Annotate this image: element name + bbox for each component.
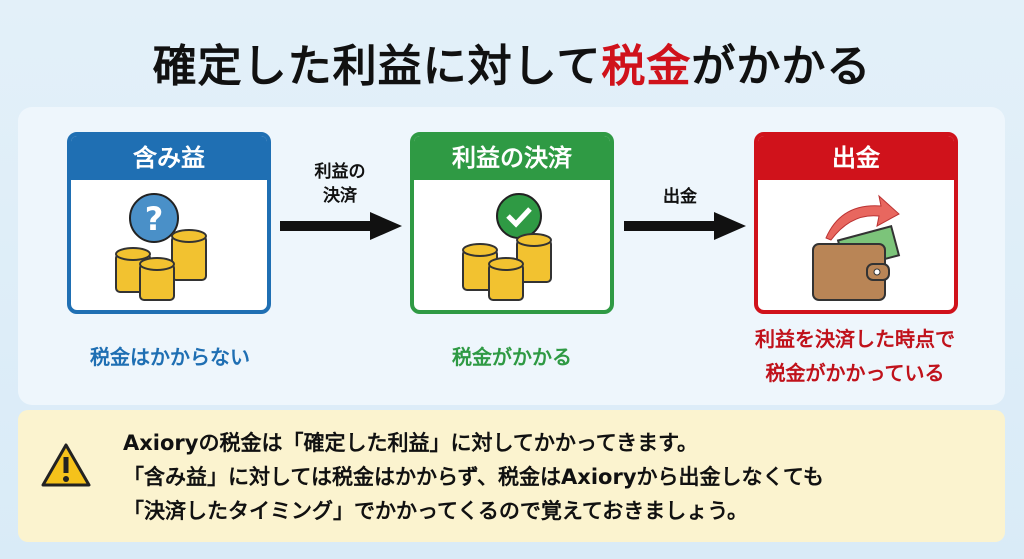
coins-check-icon bbox=[462, 193, 552, 301]
step-withdrawal: 出金 bbox=[754, 132, 958, 314]
svg-text:?: ? bbox=[145, 200, 164, 238]
step-unrealized-profit: 含み益 ? bbox=[67, 132, 271, 314]
note-line: 「決済したタイミング」でかかってくるので覚えておきましょう。 bbox=[123, 499, 748, 523]
caption-no-tax: 税金はかからない bbox=[90, 345, 250, 369]
wallet-withdraw-icon bbox=[812, 194, 901, 301]
warning-icon bbox=[41, 443, 91, 487]
page-title: 確定した利益に対して税金がかかる bbox=[152, 41, 872, 92]
arrow-right-icon bbox=[624, 212, 746, 240]
warning-note: Axioryの税金は「確定した利益」に対してかかってきます。 「含み益」に対して… bbox=[18, 410, 1005, 542]
note-line: 「含み益」に対しては税金はかからず、税金はAxioryから出金しなくても bbox=[123, 465, 824, 489]
arrow-label-settlement: 利益の決済 bbox=[314, 162, 366, 206]
note-line: Axioryの税金は「確定した利益」に対してかかってきます。 bbox=[123, 431, 699, 455]
coins-question-icon: ? bbox=[115, 193, 207, 301]
step-profit-settlement: 利益の決済 bbox=[410, 132, 614, 314]
arrow-right-icon bbox=[280, 212, 402, 240]
title-highlight: 税金 bbox=[601, 41, 692, 92]
arrow-label-withdrawal: 出金 bbox=[663, 187, 697, 207]
caption-tax-already-applied: 利益を決済した時点で税金がかかっている bbox=[755, 327, 955, 385]
caption-tax-applies: 税金がかかる bbox=[452, 345, 572, 369]
